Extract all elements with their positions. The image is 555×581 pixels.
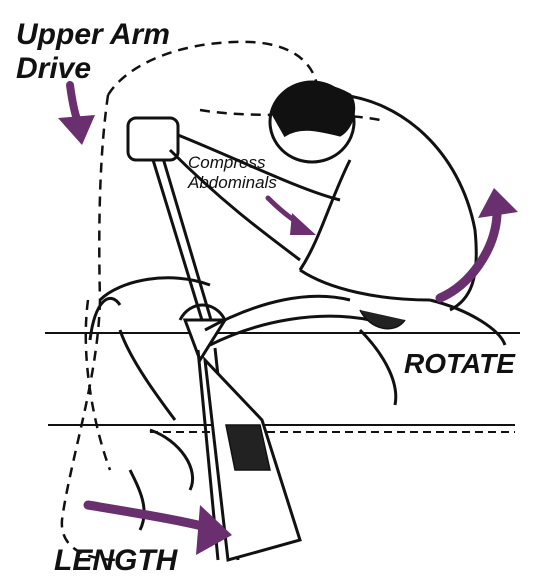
rotate-arrow-icon <box>440 188 518 298</box>
compress-line2: Abdominals <box>188 173 277 193</box>
upper-arm-drive-line1: Upper Arm <box>16 18 170 52</box>
upper-arm-drive-label: Upper Arm Drive <box>16 18 170 86</box>
length-label: LENGTH <box>54 546 177 576</box>
compress-line1: Compress <box>188 153 277 173</box>
paddle-grip <box>128 118 178 160</box>
upper-arm-drive-line2: Drive <box>16 52 170 86</box>
compress-abdominals-label: Compress Abdominals <box>188 153 277 193</box>
paddler-hair <box>272 84 354 135</box>
rotate-label: ROTATE <box>404 350 515 378</box>
upper-arm-arrow-icon <box>58 85 95 145</box>
compress-arrow-icon <box>268 198 316 235</box>
